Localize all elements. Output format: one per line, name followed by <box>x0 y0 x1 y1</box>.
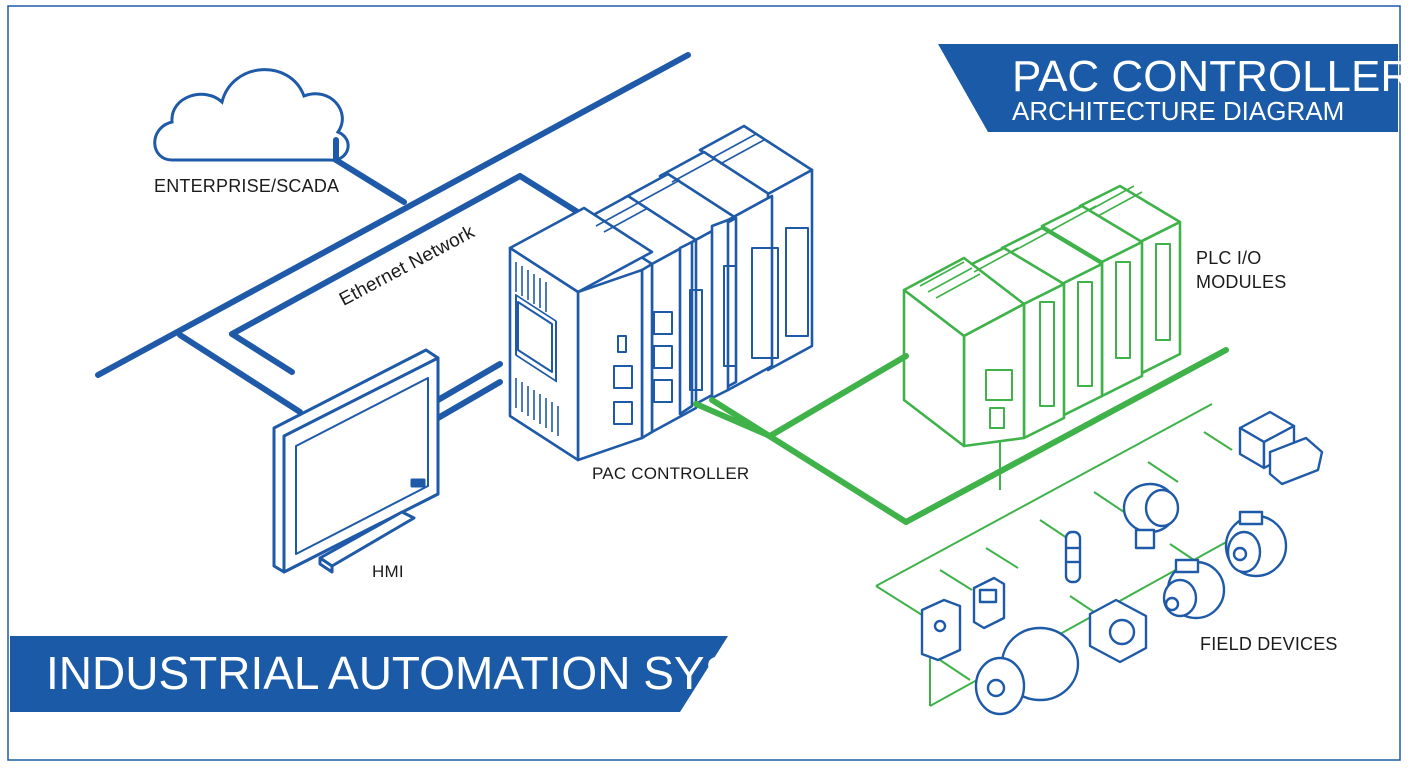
fieldbus-lines <box>693 347 1229 525</box>
hmi-monitor <box>272 348 440 574</box>
label-plc-io-line1: PLC I/O <box>1196 248 1262 268</box>
level-sensor-icon <box>920 598 962 662</box>
flow-meter-icon <box>1088 598 1148 664</box>
pac-vent-slats <box>515 133 765 436</box>
electric-motor-icon-right <box>1224 510 1288 578</box>
pressure-transmitter-icon <box>1122 482 1180 550</box>
servo-motor-icon <box>1238 410 1324 486</box>
label-hmi: HMI <box>372 562 404 581</box>
field-devices-icons <box>920 410 1324 716</box>
label-field-devices: FIELD DEVICES <box>1200 634 1338 654</box>
electric-motor-icon-large <box>974 626 1080 716</box>
label-pac-controller: PAC CONTROLLER <box>592 464 750 483</box>
diagram-border <box>7 5 1401 761</box>
electric-motor-icon-middle <box>1162 558 1226 620</box>
label-enterprise-scada: ENTERPRISE/SCADA <box>154 176 340 196</box>
title-banner-line1: PAC CONTROLLER <box>1012 52 1408 101</box>
proximity-sensor-icon <box>1064 530 1082 584</box>
footer-banner-shape <box>10 636 728 712</box>
pac-controller-rack <box>508 124 814 462</box>
cloud-icon <box>153 68 350 162</box>
title-banner-shape <box>938 44 1398 132</box>
plc-vent-slats <box>919 185 1143 299</box>
label-plc-io-line2: MODULES <box>1196 272 1287 292</box>
footer-banner-text: INDUSTRIAL AUTOMATION SYSTEM <box>46 647 833 699</box>
ethernet-network-lines <box>95 52 691 421</box>
title-banner-line2: ARCHITECTURE DIAGRAM <box>1012 96 1345 126</box>
plc-io-modules <box>902 184 1182 448</box>
switch-panel-icon <box>972 576 1006 630</box>
